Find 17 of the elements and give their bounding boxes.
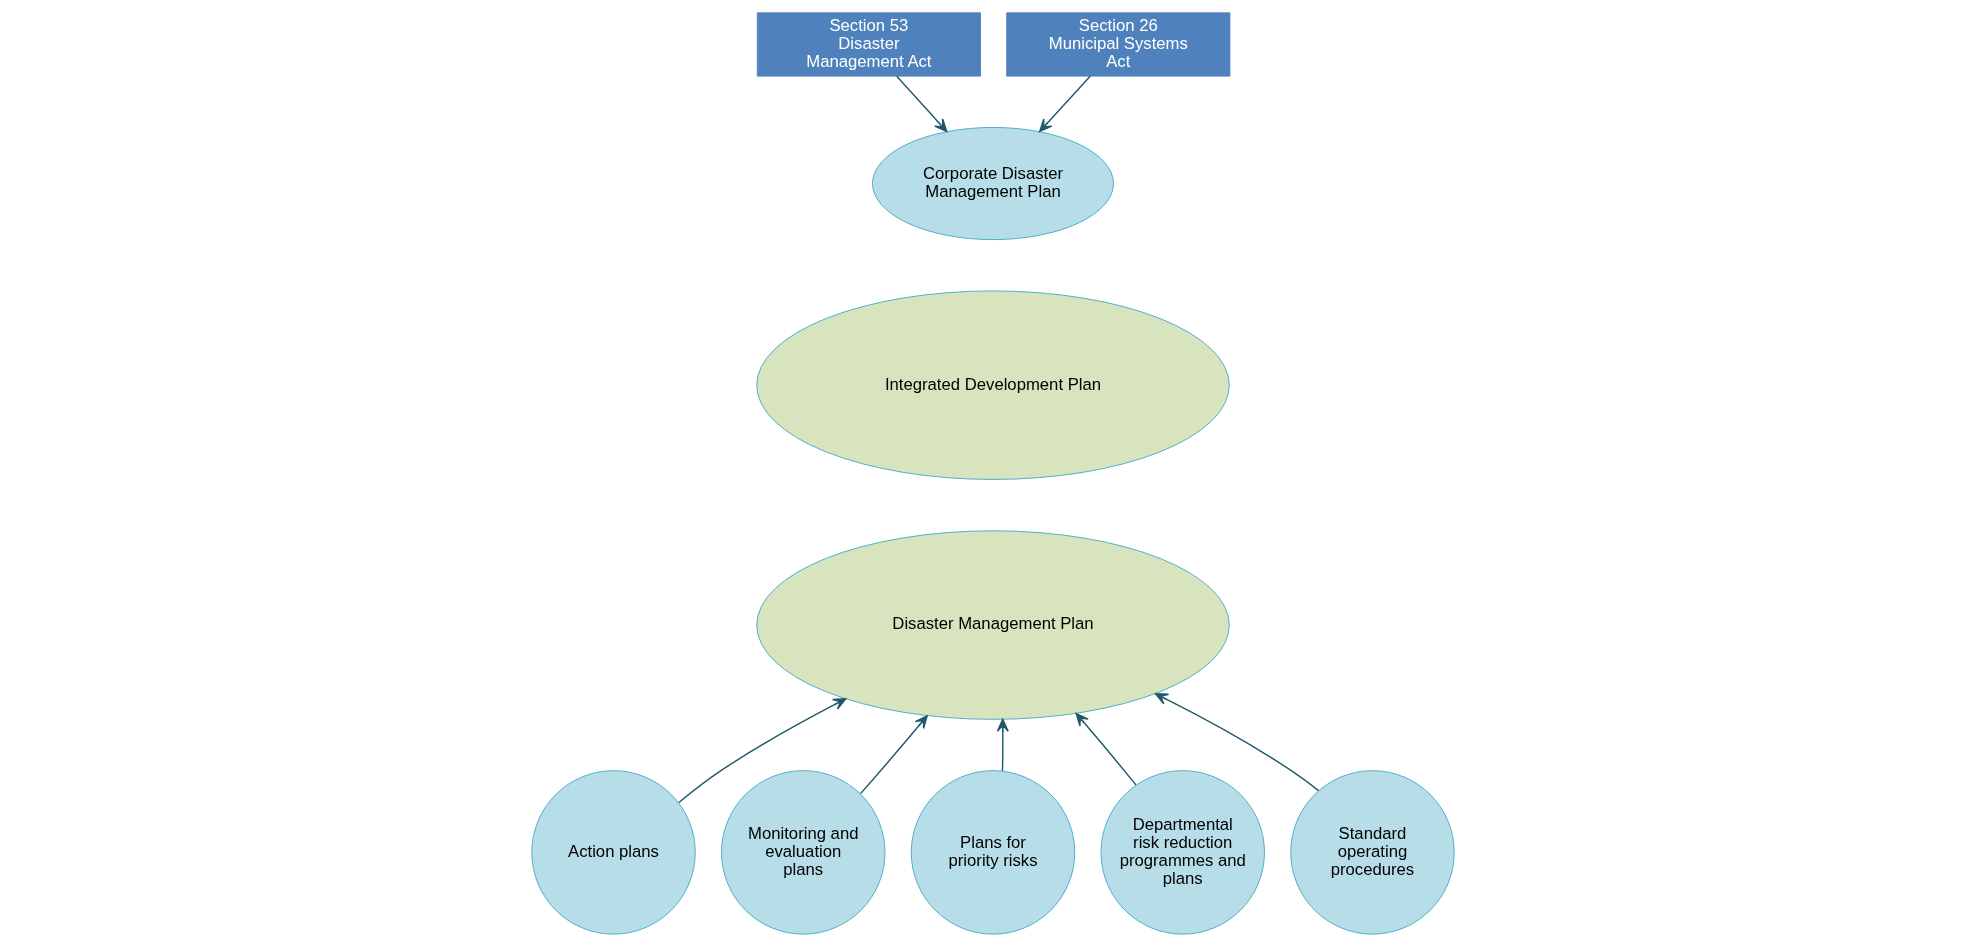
arrow (1039, 75, 1091, 133)
node-circle: Standard operating procedures (1290, 770, 1455, 935)
arrow (678, 698, 847, 804)
node-ellipse: Integrated Development Plan (756, 290, 1230, 480)
node-ellipse: Corporate Disaster Management Plan (872, 126, 1114, 241)
arrow (1154, 693, 1320, 792)
node-circle: Monitoring and evaluation plans (721, 770, 886, 935)
node-circle: Departmental risk reduction programmes and plans (1100, 770, 1265, 935)
node-ellipse: Disaster Management Plan (756, 530, 1230, 720)
node-box: Section 53 Disaster Management Act (756, 12, 981, 77)
arrow (1075, 712, 1137, 786)
arrow (896, 75, 948, 133)
node-circle: Plans for priority risks (910, 770, 1076, 935)
arrow (859, 715, 928, 795)
node-box: Section 26 Municipal Systems Act (1006, 12, 1231, 77)
node-circle: Action plans (531, 770, 696, 935)
arrow (996, 718, 1009, 772)
